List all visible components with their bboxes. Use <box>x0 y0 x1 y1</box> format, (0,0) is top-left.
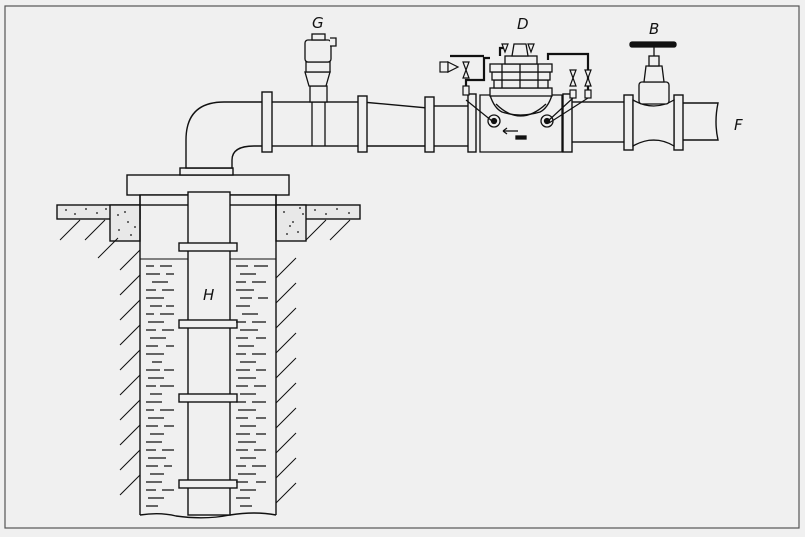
control-valve <box>479 43 563 153</box>
concrete-collar-left <box>109 204 141 242</box>
pilot-fittings <box>439 43 592 124</box>
pipe-coupling <box>178 479 238 489</box>
flange <box>261 91 273 153</box>
frame-border <box>4 5 800 529</box>
flange <box>562 93 573 153</box>
pipe-segment <box>265 101 363 147</box>
flange <box>357 95 368 153</box>
soil-hatching <box>59 219 351 504</box>
air-release-valve <box>304 33 337 146</box>
label-well: H <box>203 286 214 304</box>
flange <box>673 94 684 151</box>
label-air-valve: G <box>312 14 324 32</box>
pipe-coupling <box>178 242 238 252</box>
pipe-coupling <box>178 319 238 329</box>
pipe-coupling <box>178 393 238 403</box>
reducer <box>361 101 429 147</box>
water-dashes <box>146 265 268 507</box>
gravel-texture <box>65 207 350 236</box>
flange <box>467 93 477 153</box>
pipe-outlet <box>681 102 719 141</box>
label-gate-valve: B <box>649 20 659 38</box>
well <box>56 167 361 519</box>
concrete-collar-right <box>275 204 307 242</box>
flange <box>424 96 435 153</box>
label-control-valve: D <box>517 15 529 33</box>
gate-valve <box>629 41 677 148</box>
label-outlet: F <box>734 116 743 134</box>
drop-pipe <box>187 191 231 516</box>
flange <box>623 94 634 151</box>
